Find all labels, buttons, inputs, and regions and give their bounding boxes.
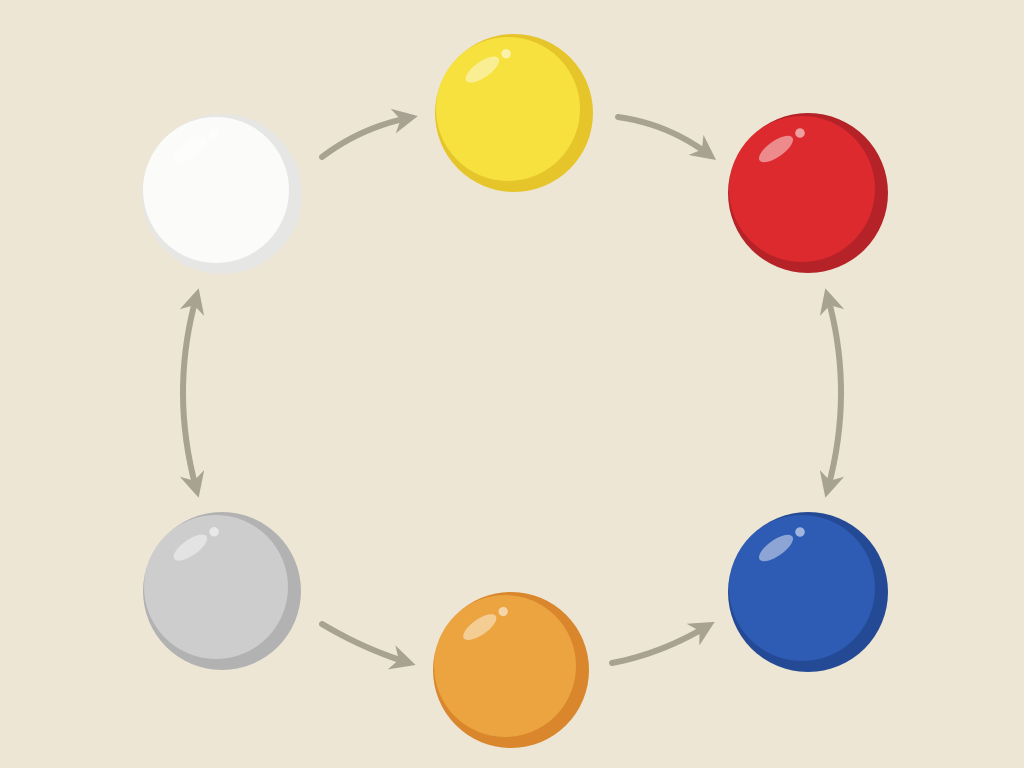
ball-glint bbox=[209, 527, 219, 537]
ball-body bbox=[436, 37, 580, 181]
arrow-yellow-to-red bbox=[615, 114, 717, 161]
ball-highlight bbox=[465, 56, 500, 83]
ball-glint bbox=[795, 128, 805, 138]
blue-ball bbox=[728, 512, 888, 672]
arrow-red-to-blue bbox=[819, 288, 845, 498]
ball-body bbox=[729, 116, 875, 262]
gray-ball bbox=[143, 512, 301, 670]
ball-body bbox=[434, 595, 576, 737]
arrow-white-to-gray bbox=[179, 288, 205, 498]
ball-body bbox=[143, 117, 289, 263]
ball-glint bbox=[795, 527, 805, 537]
ball-glint bbox=[498, 606, 508, 617]
ball-highlight bbox=[758, 534, 794, 562]
red-ball bbox=[728, 113, 888, 273]
ball-highlight bbox=[758, 135, 794, 163]
ball-glint bbox=[501, 49, 511, 59]
arrow-white-to-yellow bbox=[319, 108, 418, 160]
ball-highlight bbox=[463, 614, 497, 640]
ball-highlight bbox=[173, 534, 208, 561]
ball-body bbox=[144, 515, 288, 659]
orange-ball bbox=[433, 592, 589, 748]
ball-glint bbox=[209, 129, 219, 139]
ball-highlight bbox=[172, 136, 208, 164]
yellow-ball bbox=[435, 34, 593, 192]
arrow-gray-to-orange bbox=[319, 621, 416, 670]
arrow-orange-to-blue bbox=[609, 621, 715, 666]
white-ball bbox=[142, 114, 302, 274]
ball-body bbox=[729, 515, 875, 661]
